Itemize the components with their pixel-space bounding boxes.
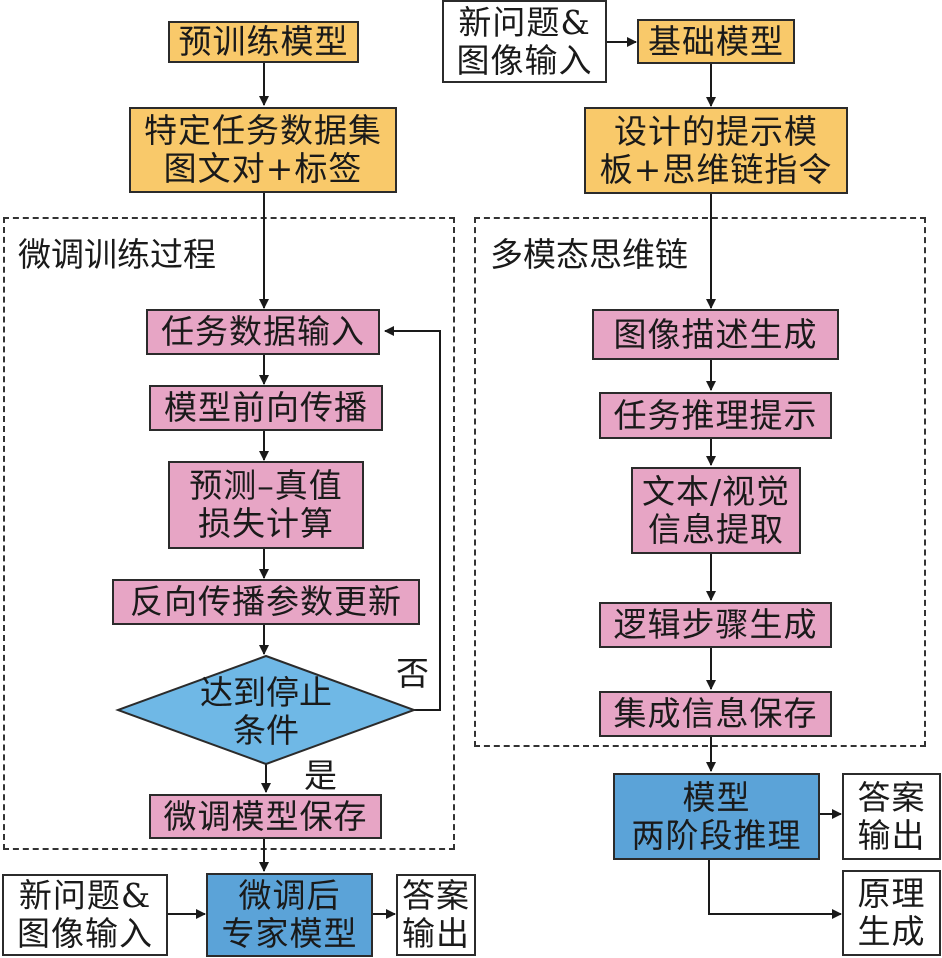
prompt-template-box: 设计的提示模 板+思维链指令: [584, 107, 848, 194]
save-integrated-info-box: 集成信息保存: [599, 691, 832, 737]
left-new-input-box: 新问题& 图像输入: [2, 874, 168, 956]
image-description-box: 图像描述生成: [592, 309, 839, 360]
no-label: 否: [396, 654, 429, 693]
left-answer-output-box: 答案 输出: [396, 874, 476, 956]
logic-steps-box: 逻辑步骤生成: [599, 602, 832, 648]
loss-calc-box: 预测–真值 损失计算: [168, 461, 364, 549]
rationale-generation-box: 原理 生成: [842, 870, 941, 956]
finetune-process-group: [3, 217, 455, 850]
forward-pass-box: 模型前向传播: [149, 385, 383, 431]
yes-label: 是: [304, 756, 337, 795]
task-reasoning-prompt-box: 任务推理提示: [599, 392, 832, 439]
right-new-input-box: 新问题& 图像输入: [442, 0, 607, 83]
multimodal-cot-group: [474, 217, 926, 747]
finetune-group-title: 微调训练过程: [18, 235, 216, 274]
arrow-twostage-to-rationale: [708, 859, 842, 919]
cot-group-title: 多模态思维链: [490, 235, 688, 274]
info-extraction-box: 文本/视觉 信息提取: [631, 467, 801, 554]
task-data-input-box: 任务数据输入: [146, 309, 380, 355]
two-stage-model-box: 模型 两阶段推理: [613, 773, 820, 860]
task-dataset-box: 特定任务数据集 图文对+标签: [129, 107, 397, 193]
backprop-update-box: 反向传播参数更新: [112, 579, 420, 625]
save-finetuned-box: 微调模型保存: [149, 794, 382, 839]
pretrained-model-box: 预训练模型: [168, 21, 359, 63]
stop-condition-text: 达到停止 条件: [200, 673, 332, 750]
right-answer-output-box: 答案 输出: [842, 773, 941, 860]
finetuned-expert-model-box: 微调后 专家模型: [206, 873, 373, 957]
base-model-box: 基础模型: [637, 19, 795, 64]
